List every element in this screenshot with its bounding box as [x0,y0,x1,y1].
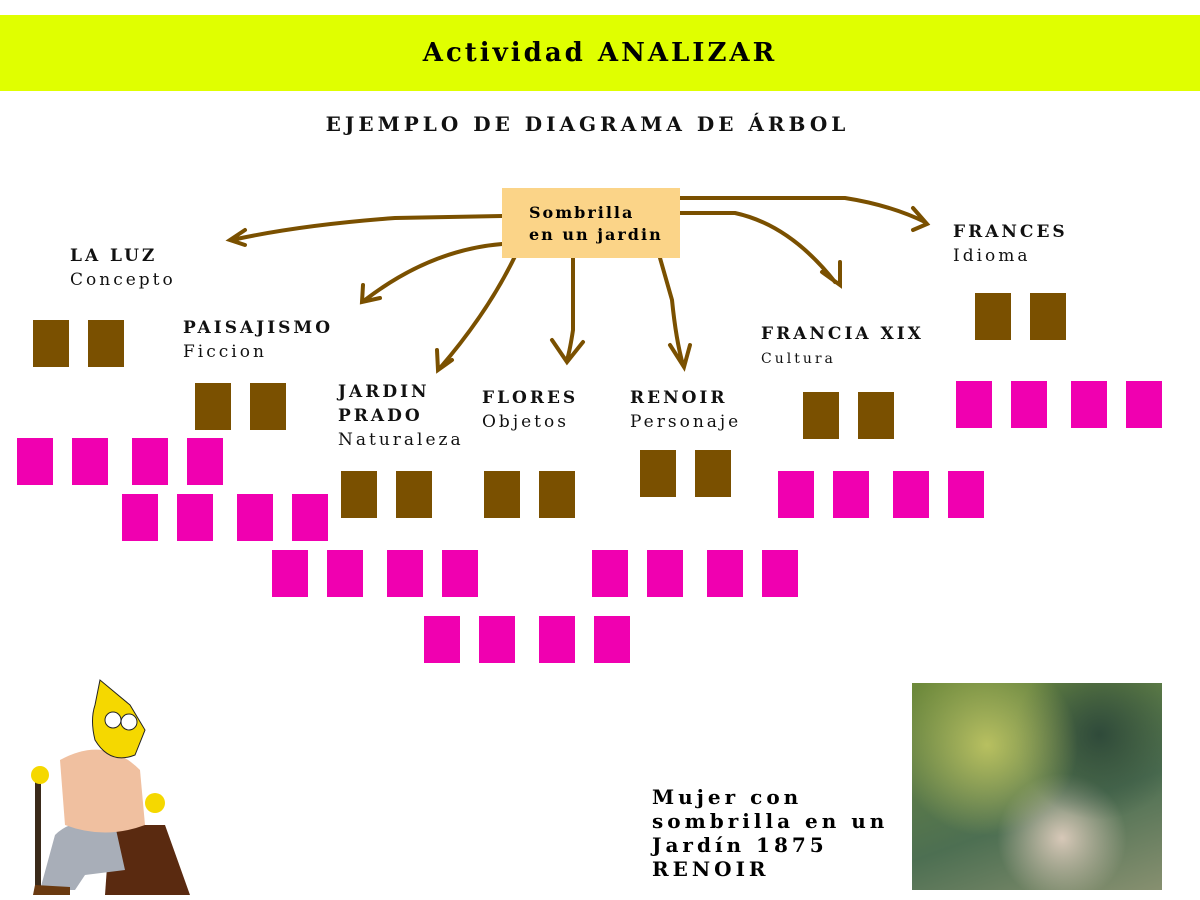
branch-frances: FRANCES Idioma [953,220,1068,268]
brown-box [640,450,676,497]
brown-box [250,383,286,430]
pink-box [594,616,630,663]
branch-title: FRANCIA XIX [761,324,924,344]
branch-title: FRANCES [953,222,1068,242]
page-title: Actividad ANALIZAR [422,38,778,68]
branch-category: Ficcion [183,342,267,362]
brown-box [396,471,432,518]
brown-box [858,392,894,439]
brown-box [1030,293,1066,340]
grandpa-cartoon-illustration [31,679,190,895]
pink-box [647,550,683,597]
branch-category: Cultura [761,351,836,367]
pink-box [424,616,460,663]
pink-box [132,438,168,485]
branch-category: Personaje [630,412,742,432]
pink-box [539,616,575,663]
header-banner: Actividad ANALIZAR [0,15,1200,91]
root-line-1: Sombrilla [529,203,635,222]
arrow-renoir [658,256,692,372]
brown-box [975,293,1011,340]
pink-box [1011,381,1047,428]
pink-box [272,550,308,597]
pink-box [17,438,53,485]
branch-category: Objetos [482,412,569,432]
branch-title: RENOIR [630,388,728,408]
pink-box [956,381,992,428]
pink-box [387,550,423,597]
branch-paisajismo: PAISAJISMO Ficcion [183,316,333,364]
pink-box [762,550,798,597]
pink-box [442,550,478,597]
painting-caption: Mujer con sombrilla en un Jardín 1875 RE… [652,785,889,881]
root-node: Sombrilla en un jardin [502,188,680,258]
pink-box [479,616,515,663]
pink-box [592,550,628,597]
branch-francia-xix: FRANCIA XIX Cultura [761,322,924,371]
pink-box [292,494,328,541]
pink-box [1071,381,1107,428]
renoir-painting-image [912,683,1162,890]
branch-title: LA LUZ [70,246,158,266]
arrow-la-luz [225,214,504,247]
brown-box [695,450,731,497]
brown-box [539,471,575,518]
brown-box [88,320,124,367]
arrow-francia [678,211,842,289]
arrow-paisajismo [359,242,504,305]
pink-box [72,438,108,485]
pink-box [707,550,743,597]
diagram-subtitle: EJEMPLO DE DIAGRAMA DE ÁRBOL [325,112,850,136]
root-line-2: en un jardin [529,225,663,244]
branch-title: JARDIN [338,382,430,402]
brown-box [33,320,69,367]
branch-category: Idioma [953,246,1031,266]
pink-box [1126,381,1162,428]
arrow-frances [678,196,931,232]
brown-box [803,392,839,439]
pink-box [327,550,363,597]
brown-box [484,471,520,518]
pink-box [237,494,273,541]
arrow-jardin [435,248,520,374]
pink-box [177,494,213,541]
brown-box [341,471,377,518]
branch-category: Concepto [70,270,176,290]
branch-la-luz: LA LUZ Concepto [70,244,176,292]
pink-box [187,438,223,485]
branch-title-2: PRADO [338,406,423,426]
branch-title: FLORES [482,388,579,408]
branch-title: PAISAJISMO [183,318,334,338]
pink-box [948,471,984,518]
branch-flores: FLORES Objetos [482,386,578,434]
branch-renoir: RENOIR Personaje [630,386,741,434]
pink-box [778,471,814,518]
arrow-flores [550,256,585,366]
pink-box [833,471,869,518]
branch-category: Naturaleza [338,430,464,450]
pink-box [893,471,929,518]
pink-box [122,494,158,541]
brown-box [195,383,231,430]
branch-jardin-prado: JARDIN PRADO Naturaleza [338,380,464,452]
